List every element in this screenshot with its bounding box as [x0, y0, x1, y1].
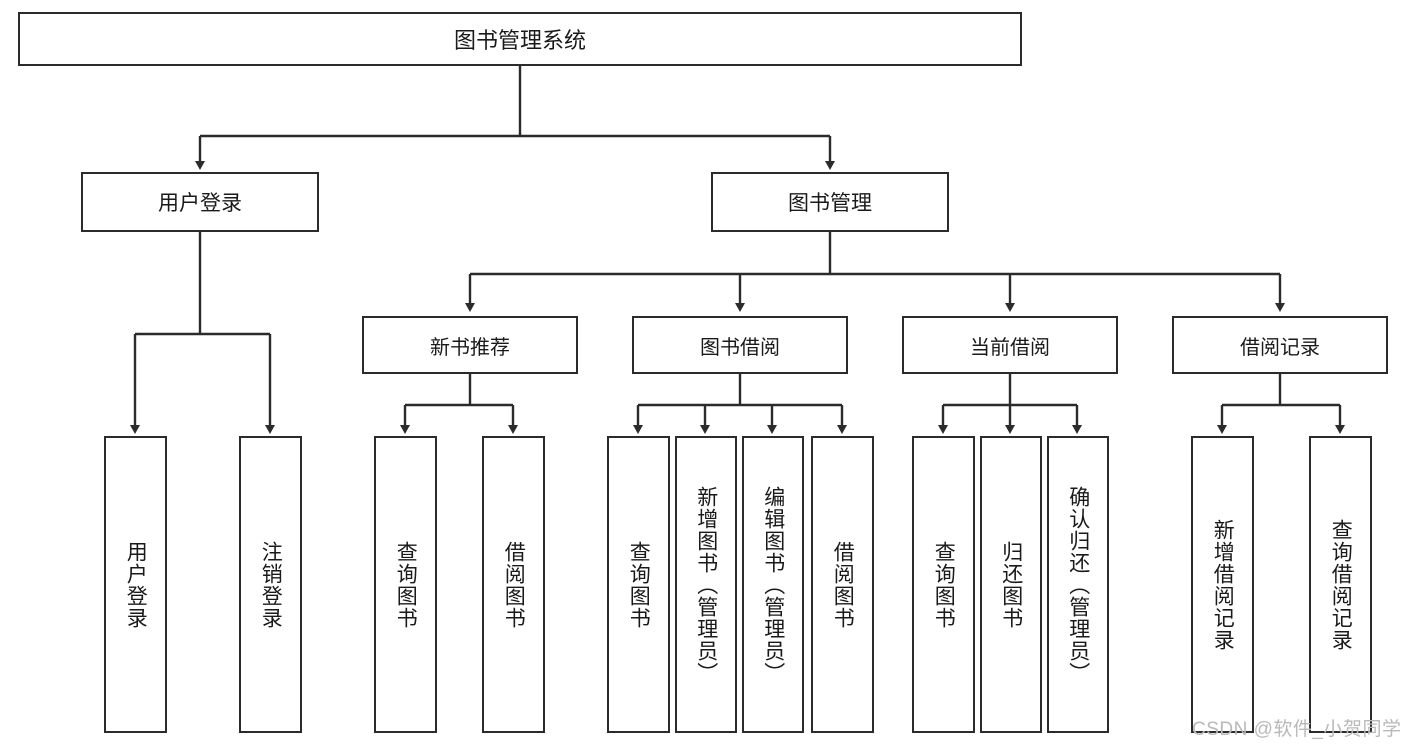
csdn-watermark-text: CSDN @软件_小贺同学: [1192, 719, 1402, 740]
leaf-confirm-return[interactable]: 确认归还（管理员）: [1047, 436, 1109, 733]
leaf-return-book-label: 归还图书: [999, 540, 1023, 629]
leaf-user-login[interactable]: 用户登录: [104, 436, 167, 733]
leaf-query-book-2[interactable]: 查询图书: [607, 436, 670, 733]
node-root-label: 图书管理系统: [453, 28, 586, 53]
node-borrow-record-label: 借阅记录: [1240, 336, 1320, 359]
leaf-query-book-3-label: 查询图书: [932, 540, 956, 629]
node-borrow-record[interactable]: 借阅记录: [1172, 316, 1388, 374]
node-current-borrow-label: 当前借阅: [970, 336, 1050, 359]
leaf-edit-book-label: 编辑图书（管理员）: [761, 485, 785, 684]
leaf-logout-label: 注销登录: [259, 540, 283, 629]
leaf-add-record-label: 新增借阅记录: [1211, 518, 1235, 651]
leaf-add-book[interactable]: 新增图书（管理员）: [675, 436, 737, 733]
leaf-query-record[interactable]: 查询借阅记录: [1309, 436, 1372, 733]
leaf-query-book-3[interactable]: 查询图书: [912, 436, 975, 733]
node-user-login[interactable]: 用户登录: [81, 172, 319, 232]
leaf-return-book[interactable]: 归还图书: [980, 436, 1042, 733]
node-root[interactable]: 图书管理系统: [18, 12, 1022, 66]
leaf-borrow-book-1-label: 借阅图书: [502, 540, 526, 629]
leaf-edit-book[interactable]: 编辑图书（管理员）: [742, 436, 804, 733]
leaf-query-record-label: 查询借阅记录: [1329, 518, 1353, 651]
node-current-borrow[interactable]: 当前借阅: [902, 316, 1118, 374]
leaf-borrow-book-1[interactable]: 借阅图书: [482, 436, 545, 733]
node-book-manage[interactable]: 图书管理: [711, 172, 949, 232]
leaf-query-book-2-label: 查询图书: [627, 540, 651, 629]
node-book-borrow-label: 图书借阅: [700, 336, 780, 359]
leaf-query-book-1-label: 查询图书: [394, 540, 418, 629]
leaf-borrow-book-2-label: 借阅图书: [831, 540, 855, 629]
leaf-query-book-1[interactable]: 查询图书: [374, 436, 437, 733]
node-book-borrow[interactable]: 图书借阅: [632, 316, 848, 374]
leaf-confirm-return-label: 确认归还（管理员）: [1066, 485, 1090, 684]
node-user-login-label: 用户登录: [158, 192, 242, 215]
node-book-manage-label: 图书管理: [788, 192, 872, 215]
leaf-add-record[interactable]: 新增借阅记录: [1191, 436, 1254, 733]
leaf-user-login-label: 用户登录: [124, 540, 148, 629]
node-new-book-rec-label: 新书推荐: [430, 336, 510, 359]
leaf-logout[interactable]: 注销登录: [239, 436, 302, 733]
leaf-add-book-label: 新增图书（管理员）: [694, 485, 718, 684]
node-new-book-rec[interactable]: 新书推荐: [362, 316, 578, 374]
csdn-watermark: CSDN @软件_小贺同学: [1192, 714, 1401, 741]
leaf-borrow-book-2[interactable]: 借阅图书: [811, 436, 874, 733]
